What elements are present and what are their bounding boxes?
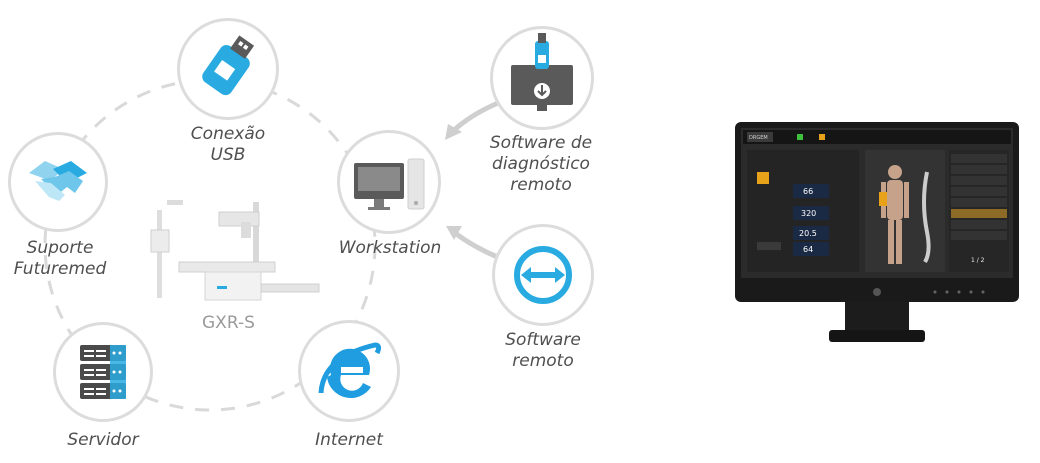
xray-device-illustration xyxy=(150,200,320,301)
monitor-field-1: 66 xyxy=(803,187,813,196)
arrow-remote-diag xyxy=(450,100,499,134)
remote-arrows-icon xyxy=(514,246,572,304)
monitor-field-3: 20.5 xyxy=(799,229,817,238)
monitor-field-4: 64 xyxy=(803,245,813,254)
internet-label: Internet xyxy=(315,430,383,450)
workstation-node xyxy=(337,130,441,234)
handshake-icon xyxy=(29,161,87,201)
server-node xyxy=(53,322,153,422)
usb-node xyxy=(177,18,279,120)
remote-diag-node xyxy=(490,26,594,130)
device-model-label: GXR-S xyxy=(202,313,255,333)
monitor-illustration: DRGEM 66 320 20.5 64 1 / 2 xyxy=(735,122,1019,342)
server-icon xyxy=(80,345,126,399)
remote-sw-node xyxy=(492,224,594,326)
monitor-brand-tab: DRGEM xyxy=(749,135,768,141)
workstation-label: Workstation xyxy=(338,238,442,258)
support-node xyxy=(8,132,108,232)
monitor-field-2: 320 xyxy=(801,209,816,218)
workstation-icon xyxy=(354,158,425,210)
arrow-remote-sw xyxy=(453,230,501,261)
monitor-pager: 1 / 2 xyxy=(971,257,985,264)
exposure-fields: 66 320 20.5 64 xyxy=(793,184,829,256)
usb-drive-icon xyxy=(202,35,255,96)
internet-node xyxy=(298,320,400,422)
monitor-download-icon xyxy=(511,33,573,111)
internet-explorer-icon xyxy=(318,342,382,399)
server-label: Servidor xyxy=(67,430,139,450)
